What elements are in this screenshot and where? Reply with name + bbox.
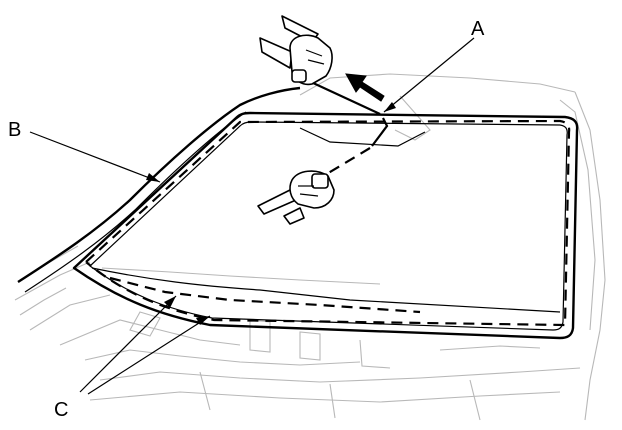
windshield xyxy=(72,111,579,340)
dashboard-line xyxy=(91,267,561,313)
outside-hand-illustration xyxy=(259,15,333,86)
pull-direction-arrow xyxy=(345,73,385,102)
leader-a xyxy=(383,37,475,113)
dashed-perimeter xyxy=(85,119,571,327)
leader-b xyxy=(29,131,161,183)
inside-hand-illustration xyxy=(257,170,335,225)
callout-c-label: C xyxy=(54,399,68,421)
windshield-outer-edge xyxy=(72,111,579,340)
cutting-wire-path xyxy=(85,119,571,327)
leader-c-right xyxy=(87,315,211,395)
mirror-mount-outline xyxy=(299,127,426,147)
windshield-inner-edge xyxy=(89,121,568,331)
vehicle-body-background xyxy=(14,73,606,421)
leader-lines xyxy=(29,37,475,395)
leader-c-left xyxy=(79,295,177,393)
leader-arrowheads xyxy=(146,102,396,325)
callout-b-label: B xyxy=(8,119,21,141)
callout-a-label: A xyxy=(471,18,485,40)
dashed-lower-run xyxy=(109,276,421,314)
